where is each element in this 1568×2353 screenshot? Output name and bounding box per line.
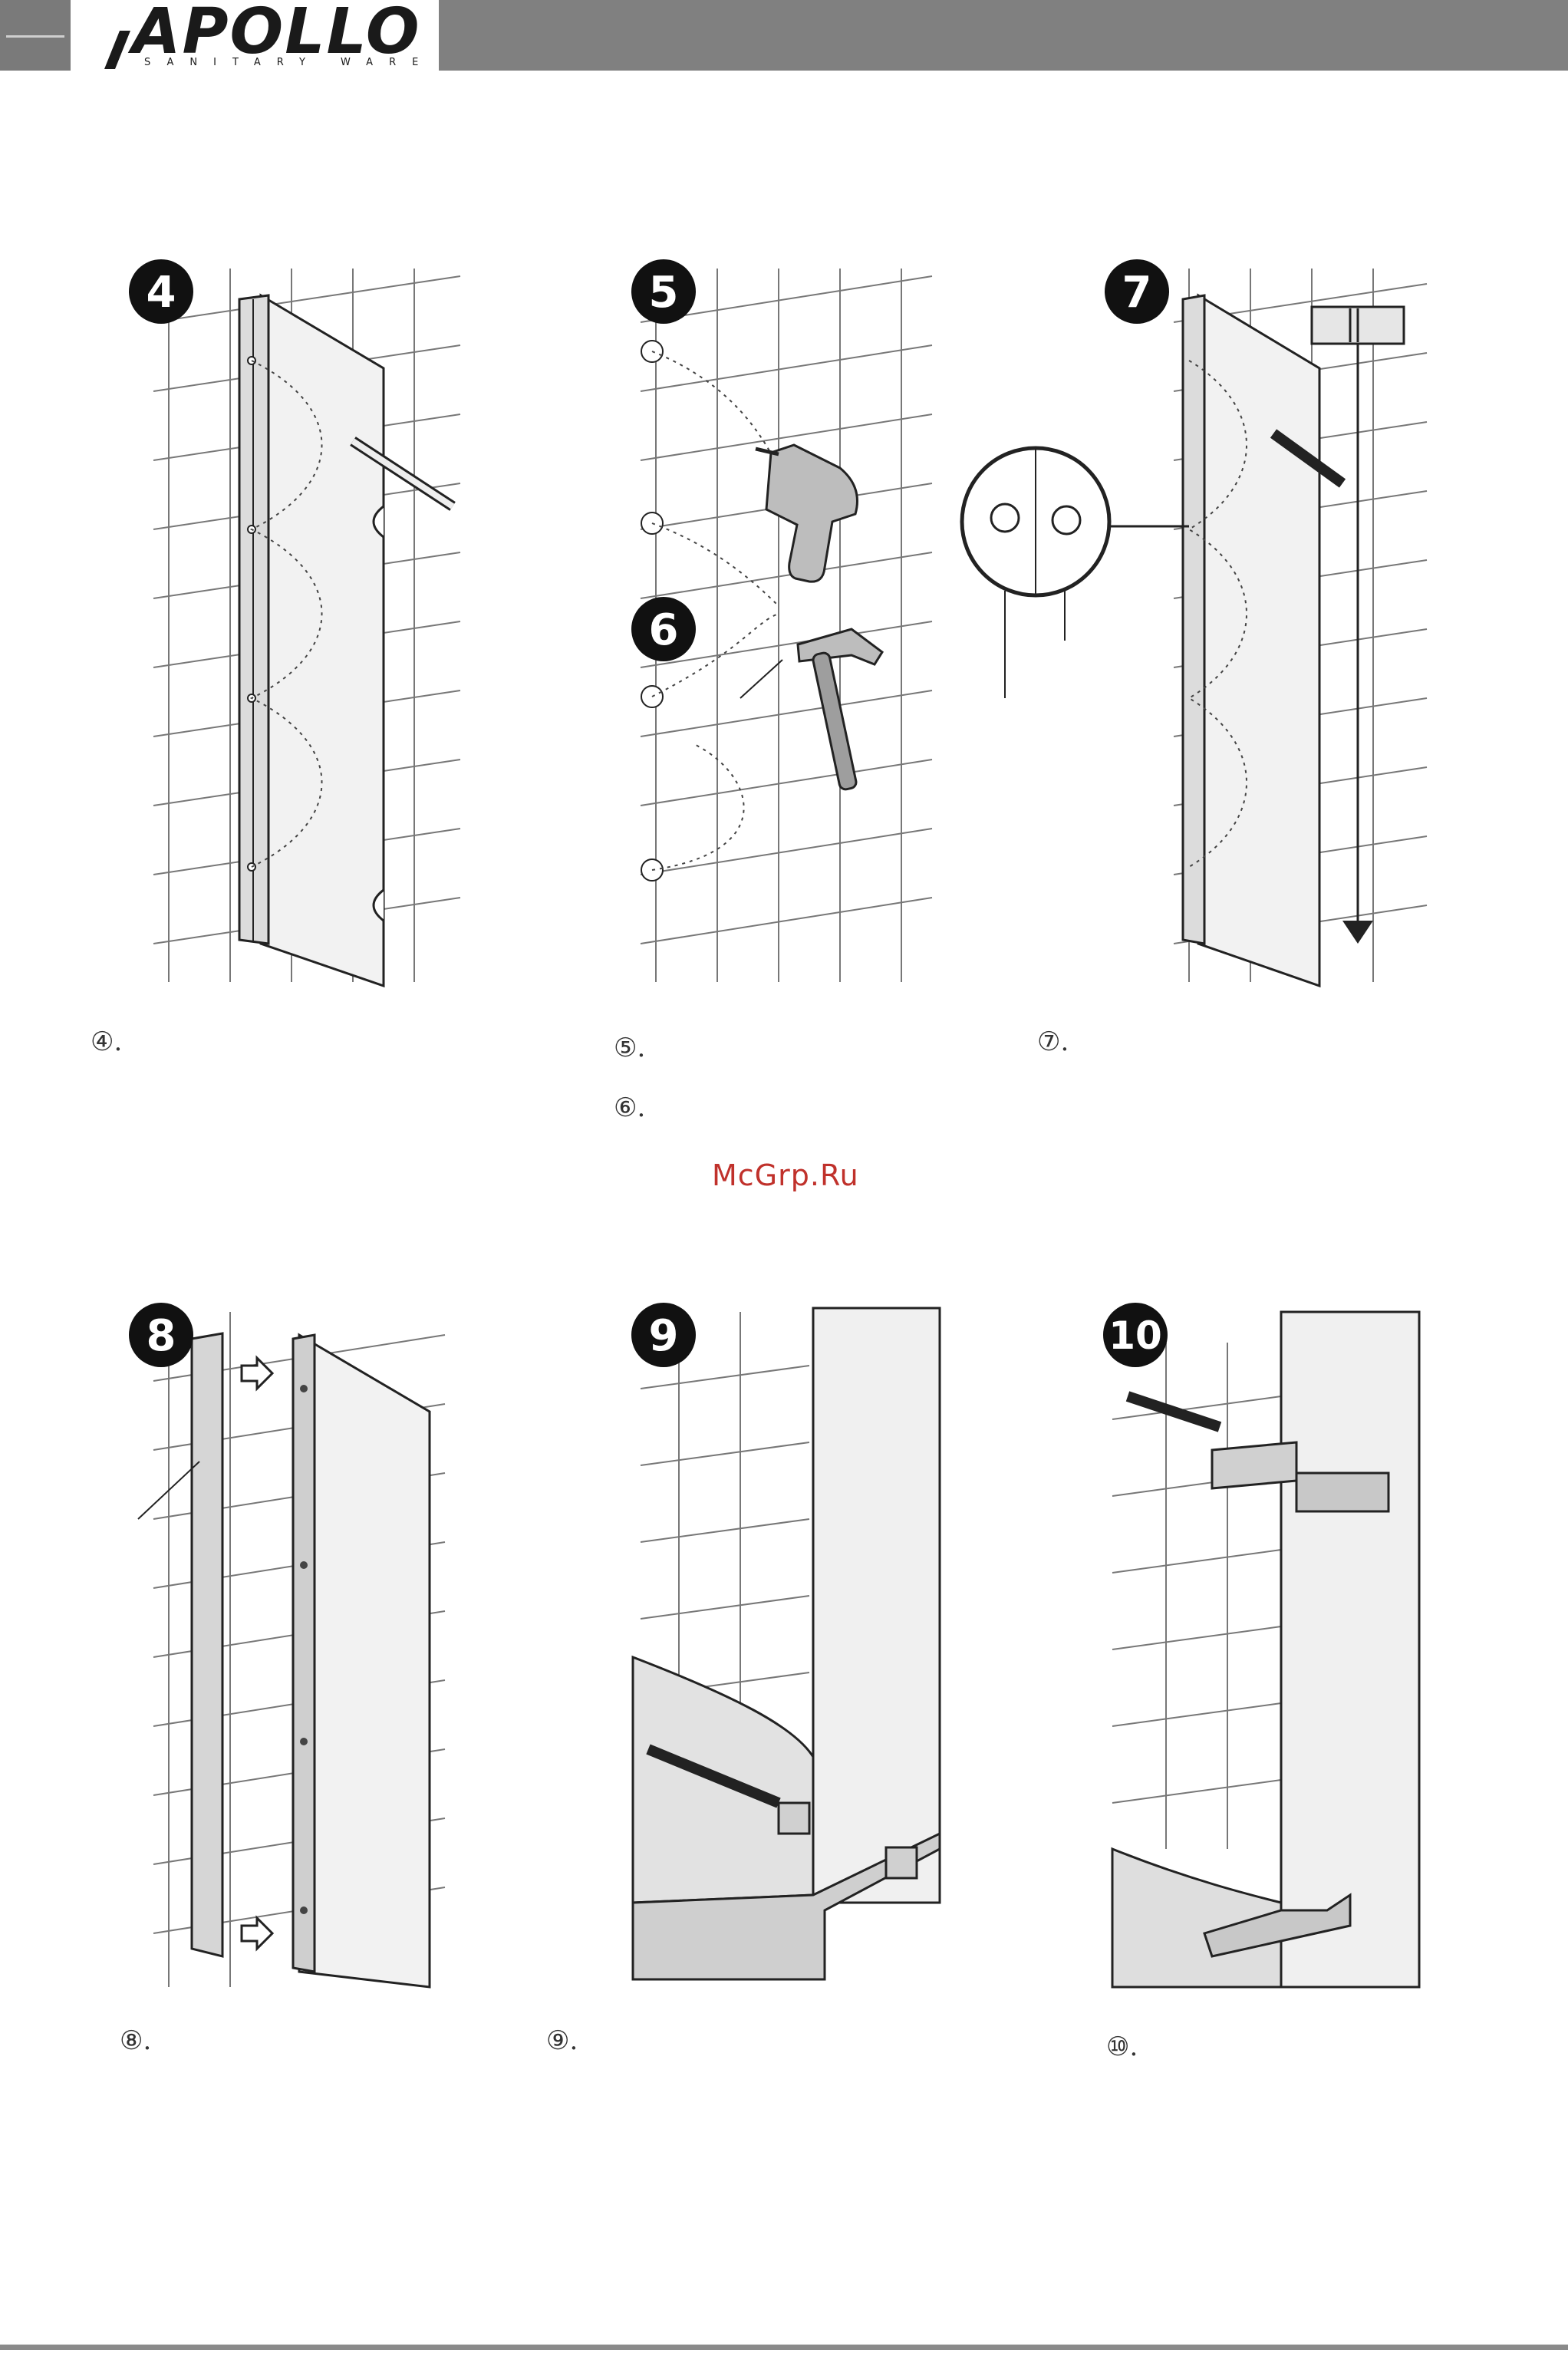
figure-step-7: 7 <box>959 253 1435 990</box>
screwdriver-icon <box>1128 1396 1220 1427</box>
illustration-step-5-6: 5 6 <box>625 253 947 990</box>
figure-step-8: 8 <box>123 1297 460 2002</box>
header-corner-rule <box>6 35 64 38</box>
step-badge-5: 5 <box>631 259 696 324</box>
step-10-caption: ⑩. <box>1106 2032 1138 2062</box>
figure-step-10: 10 <box>1097 1297 1427 2002</box>
svg-text:10: 10 <box>1108 1313 1162 1358</box>
step-7-caption: ⑦. <box>1037 1027 1069 1057</box>
step-6-caption: ⑥. <box>614 1092 645 1123</box>
illustration-step-4: 4 <box>123 253 476 990</box>
illustration-step-7: 7 <box>959 253 1435 990</box>
logo-subtitle: SANITARY WARE <box>144 57 434 68</box>
spirit-level-icon <box>1312 307 1404 344</box>
drill-icon <box>756 445 858 582</box>
svg-text:9: 9 <box>649 1311 679 1361</box>
svg-text:5: 5 <box>649 268 679 318</box>
arrow-right-icon <box>242 1358 272 1949</box>
step-badge-8: 8 <box>129 1303 193 1367</box>
figure-step-5-6: 5 6 <box>625 253 947 990</box>
step-9-caption: ⑨. <box>546 2025 578 2056</box>
illustration-step-9: 9 <box>625 1297 947 2002</box>
svg-text:7: 7 <box>1122 268 1152 318</box>
plumb-bob-icon <box>1342 921 1373 944</box>
watermark-text: McGrp.Ru <box>712 1158 859 1192</box>
header-bar: APOLLO SANITARY WARE <box>0 0 1568 71</box>
svg-text:8: 8 <box>147 1311 176 1361</box>
step-badge-6: 6 <box>631 597 696 661</box>
figure-step-4: 4 <box>123 253 476 990</box>
step-badge-7: 7 <box>1105 259 1169 324</box>
step-badge-9: 9 <box>631 1303 696 1367</box>
footer-rule <box>0 2345 1568 2350</box>
step-5-caption: ⑤. <box>614 1033 645 1063</box>
detail-callout <box>962 448 1189 698</box>
svg-text:6: 6 <box>649 605 679 655</box>
illustration-step-8: 8 <box>123 1297 460 2002</box>
figure-step-9: 9 <box>625 1297 947 2002</box>
step-badge-4: 4 <box>129 259 193 324</box>
step-4-caption: ④. <box>91 1027 122 1057</box>
illustration-step-10: 10 <box>1097 1297 1427 2002</box>
step-8-caption: ⑧. <box>120 2025 151 2056</box>
svg-text:4: 4 <box>147 268 176 318</box>
header-stripe <box>439 0 1568 71</box>
step-badge-10: 10 <box>1103 1303 1168 1367</box>
